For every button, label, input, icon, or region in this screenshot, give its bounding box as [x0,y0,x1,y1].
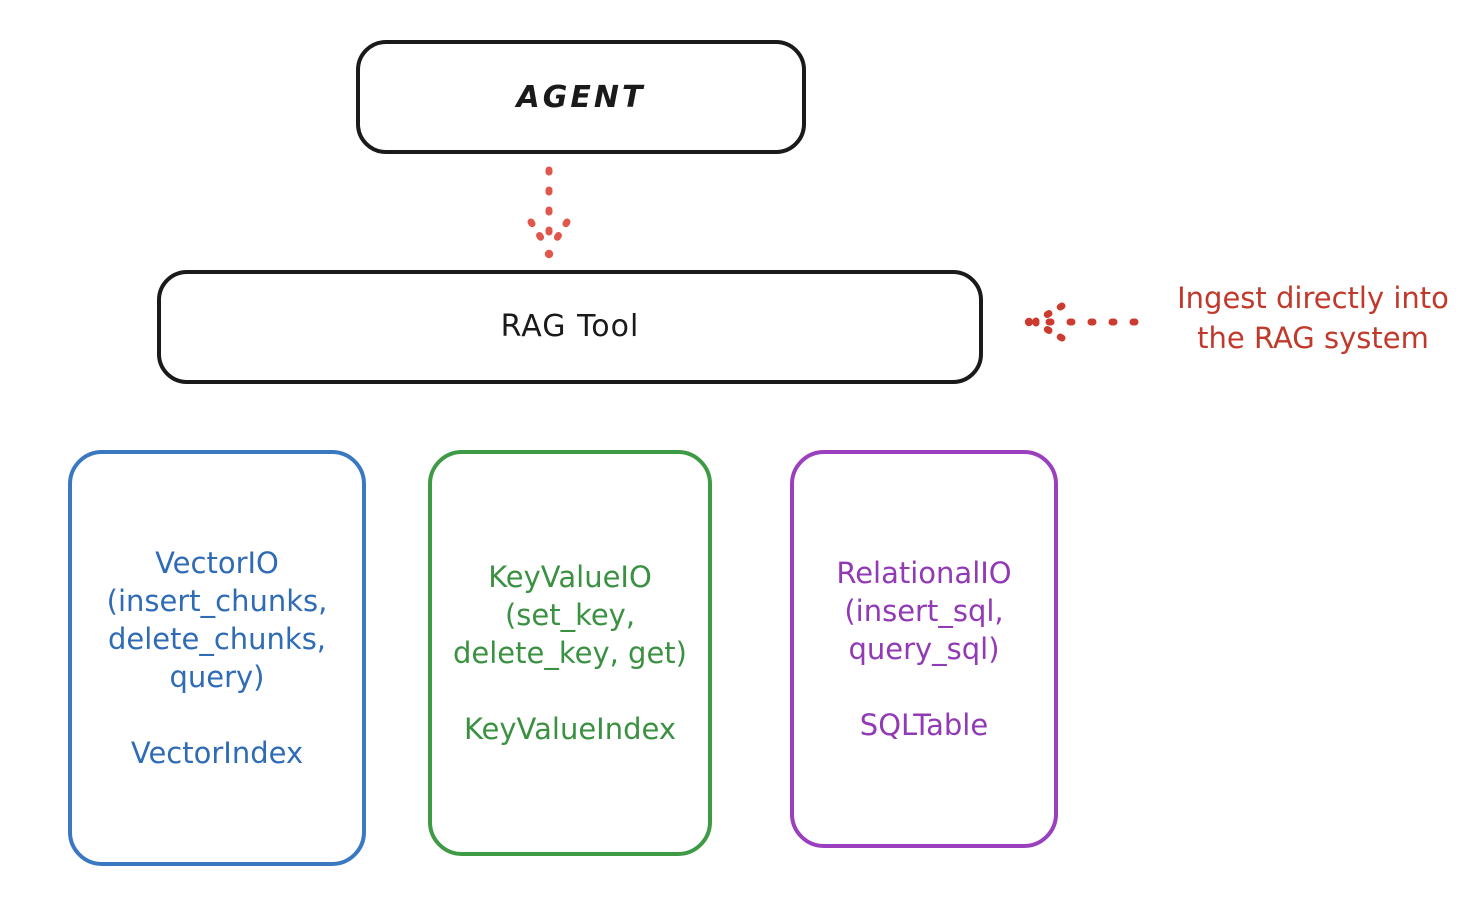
node-vector-io[interactable]: VectorIO (insert_chunks, delete_chunks, … [68,450,366,866]
node-agent[interactable]: AGENT [356,40,806,154]
node-key-value-io-primary-label: KeyValueIO (set_key, delete_key, get) [453,560,687,670]
node-relational-io[interactable]: RelationalIO (insert_sql, query_sql) SQL… [790,450,1058,848]
node-key-value-index-label: KeyValueIndex [463,712,677,746]
node-vector-io-primary-label: VectorIO (insert_chunks, delete_chunks, … [106,546,328,694]
node-key-value-io[interactable]: KeyValueIO (set_key, delete_key, get) Ke… [428,450,712,856]
connector-agent-to-rag-tool [527,166,571,259]
connector-annotation-to-rag-tool [1024,302,1139,342]
node-vector-index-label: VectorIndex [130,736,304,770]
node-agent-label: AGENT [516,79,646,115]
node-relational-io-primary-label: RelationalIO (insert_sql, query_sql) [836,556,1012,666]
node-rag-tool-label: RAG Tool [500,309,640,344]
node-rag-tool[interactable]: RAG Tool [157,270,983,384]
node-sql-table-label: SQLTable [859,708,989,742]
annotation-ingest: Ingest directly into the RAG system [1177,281,1449,355]
